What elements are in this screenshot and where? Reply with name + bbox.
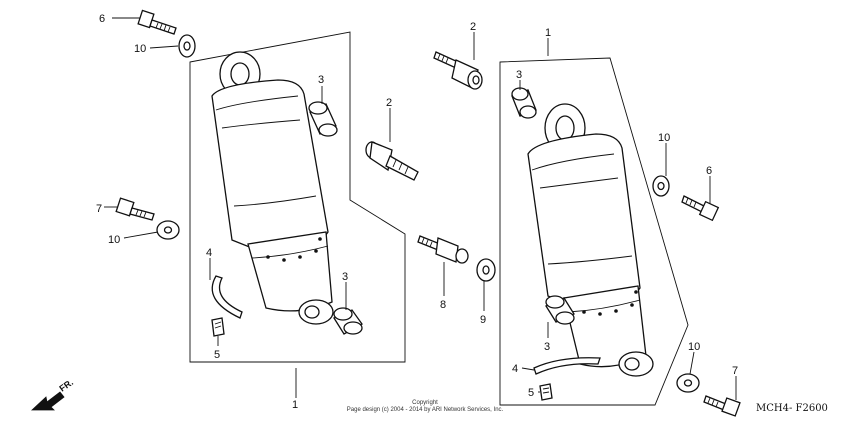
callout-10-right-bottom: 10 [688,341,700,353]
washer-10-right-mid [652,175,670,197]
right-assembly-boundary [499,57,689,406]
left-assembly-boundary [189,31,406,363]
leader-lines [104,17,737,400]
callout-10-right-mid: 10 [658,132,670,144]
clip-4-right [533,357,601,375]
callout-7-right: 7 [732,365,738,377]
callout-10-left-mid: 10 [108,234,120,246]
washer-10-left-mid [156,220,180,240]
callout-3-left-bottom: 3 [342,271,348,283]
bolt-8 [417,235,469,264]
copyright-line-2: Page design (c) 2004 - 2014 by ARI Netwo… [347,407,504,413]
left-shock-absorber [211,51,334,325]
stud-bolt-2-upper [433,51,483,90]
callout-5-right: 5 [528,387,534,399]
callout-2-upper: 2 [470,21,476,33]
front-marker-label: FR. [57,377,75,394]
collar-3-left-bottom [333,307,363,335]
callout-1-right: 1 [545,27,551,39]
collar-3-right-top [511,87,537,119]
bolt-6-left [137,9,177,35]
bolt-7-left [115,197,155,221]
callout-2-mid: 2 [386,97,392,109]
clip-4-left [211,275,243,319]
front-direction-arrow-icon [30,391,65,411]
callout-4-right: 4 [512,363,518,375]
callout-8: 8 [440,299,446,311]
callout-9: 9 [480,314,486,326]
bolt-6-right [681,195,720,222]
label-5-right [539,383,553,401]
stud-bolt-2-mid [365,141,419,181]
diagram-code: MCH4- F2600 [756,403,828,414]
washer-10-right-bottom [676,373,700,393]
copyright-line-1: Copyright [412,400,438,406]
callout-3-right-top: 3 [516,69,522,81]
callout-1-left: 1 [292,399,298,411]
callout-6-left: 6 [99,13,105,25]
right-shock-absorber [527,103,654,377]
bolt-7-right [703,395,741,417]
callout-6-right: 6 [706,165,712,177]
callout-5-left: 5 [214,349,220,361]
washer-9 [476,258,496,282]
callout-10-left-top: 10 [134,43,146,55]
collar-3-left-top [308,101,338,137]
callout-7-left: 7 [96,203,102,215]
callout-3-right-bottom: 3 [544,341,550,353]
callout-4-left: 4 [206,247,212,259]
washer-10-left-top [178,34,196,58]
label-5-left [211,317,225,337]
collar-3-right-bottom [545,295,575,325]
callout-3-left-top: 3 [318,74,324,86]
